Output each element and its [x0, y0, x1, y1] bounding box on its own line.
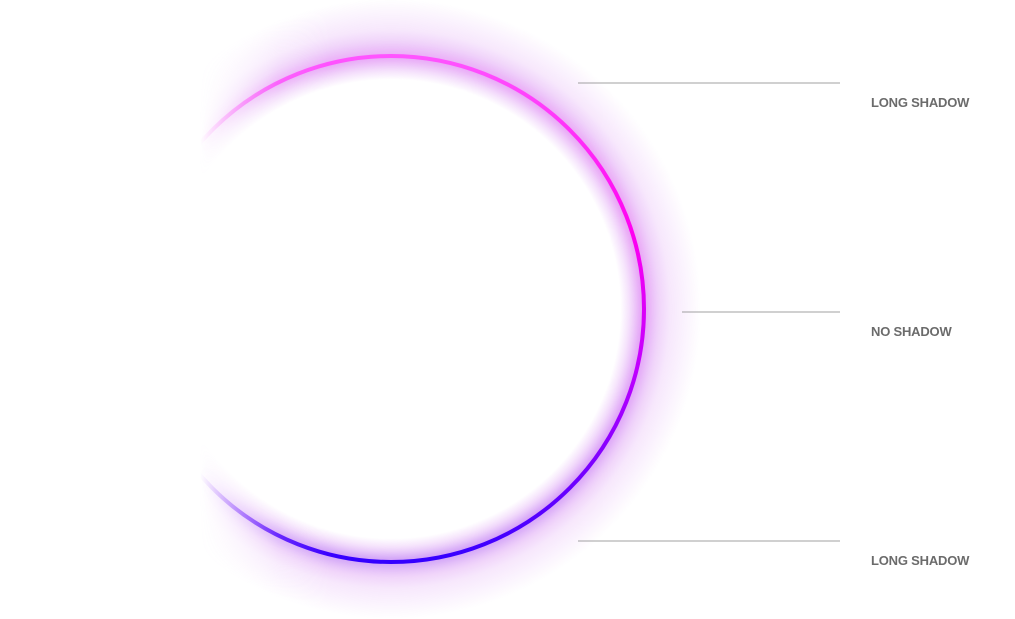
gradient-ring-arc	[135, 53, 647, 565]
ring-glow	[81, 0, 701, 619]
label-no-shadow: NO SHADOW	[871, 324, 952, 339]
highlight-dot	[606, 311, 610, 315]
label-long-shadow-bottom: LONG SHADOW	[871, 553, 970, 568]
label-long-shadow-top: LONG SHADOW	[871, 95, 970, 110]
